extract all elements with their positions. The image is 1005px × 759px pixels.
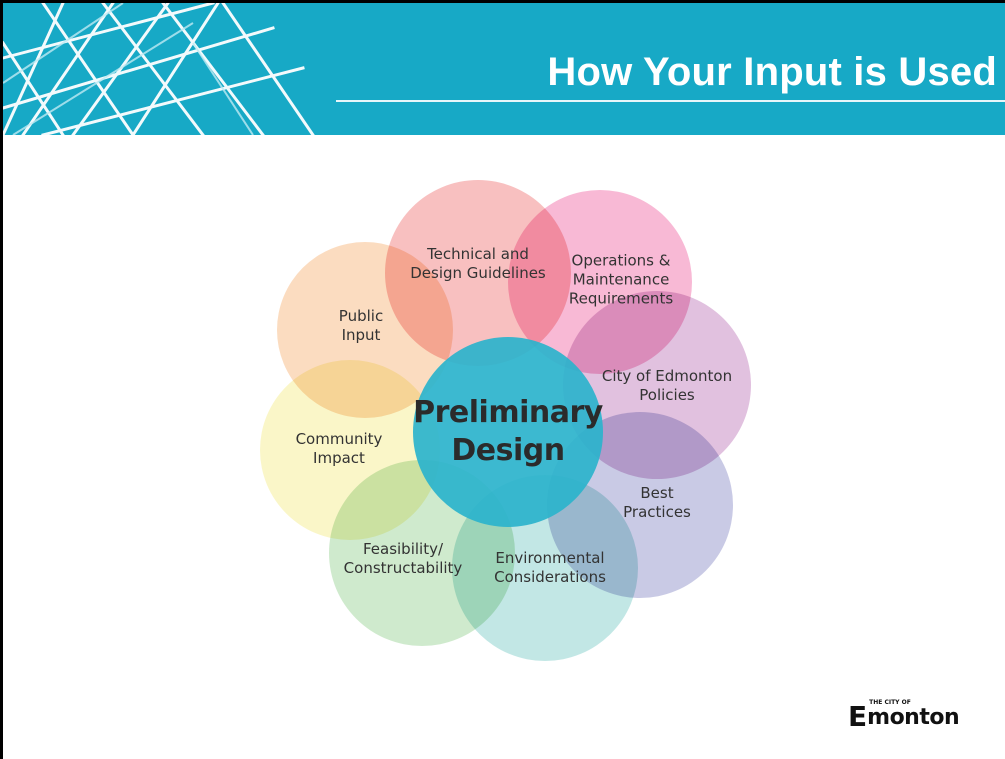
logo-small-text: THE CITY OF: [869, 698, 911, 706]
header-banner: How Your Input is Used: [3, 3, 1005, 135]
logo-mark: E: [848, 700, 868, 733]
center-circle: [413, 337, 603, 527]
city-of-edmonton-logo: E THE CITY OF monton: [848, 698, 960, 734]
page-title: How Your Input is Used: [547, 50, 997, 94]
petal-public-input: [277, 242, 453, 418]
header-line-pattern: [3, 3, 315, 135]
title-underline: [336, 100, 1005, 102]
petal-label-feasibility: Feasibility/Constructability: [343, 540, 463, 577]
logo-wordmark: THE CITY OF monton: [867, 698, 960, 730]
